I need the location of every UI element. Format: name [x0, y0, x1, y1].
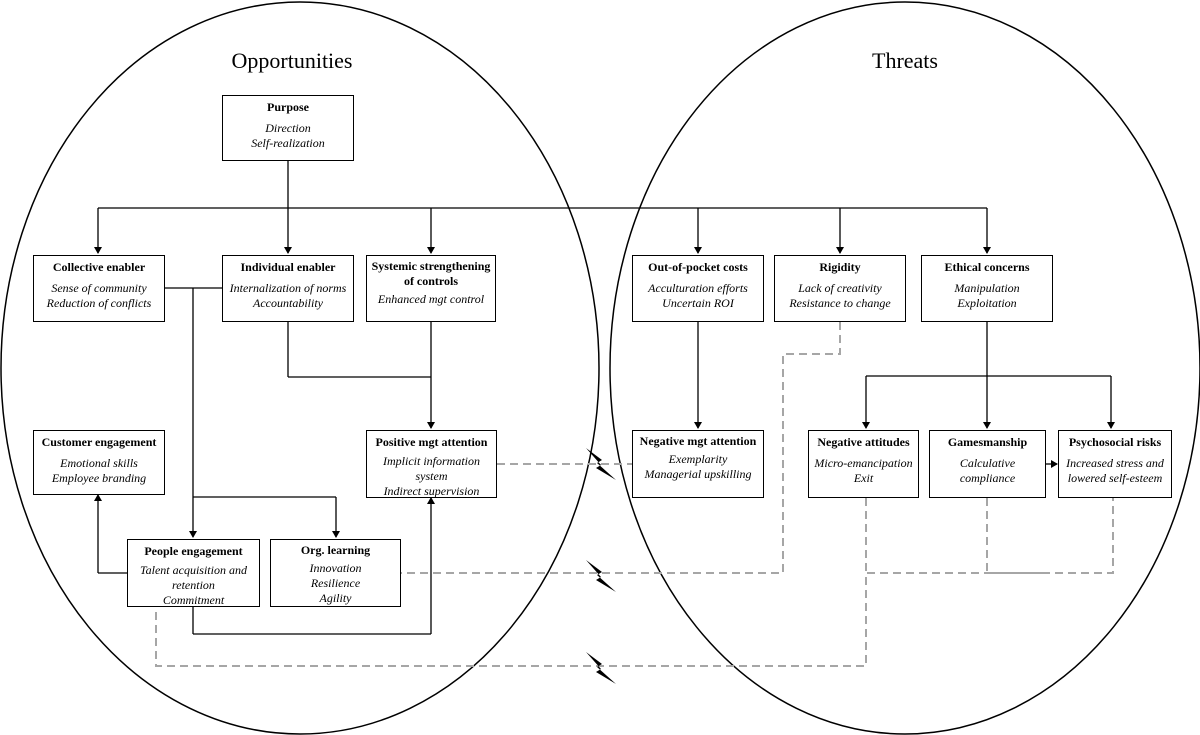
- box-ethical-title: Ethical concerns: [944, 260, 1030, 274]
- box-org-line: Innovation: [309, 561, 362, 575]
- box-individual-line: Internalization of norms: [229, 281, 347, 295]
- box-customer-engagement: Customer engagement Emotional skills Emp…: [33, 430, 165, 495]
- lightning-bolt-icon: [586, 560, 616, 592]
- box-org-title: Org. learning: [300, 543, 371, 557]
- box-collective-title: Collective enabler: [52, 260, 146, 274]
- box-ethical-line: Exploitation: [957, 296, 1017, 310]
- box-psychosocial-title: Psychosocial risks: [1068, 435, 1162, 449]
- box-outofpocket-title: Out-of-pocket costs: [648, 260, 748, 274]
- box-negative-title: Negative mgt attention: [639, 434, 757, 448]
- box-rigidity: Rigidity Lack of creativity Resistance t…: [774, 255, 906, 322]
- box-collective-line: Sense of community: [51, 281, 147, 295]
- box-customer-line: Emotional skills: [60, 456, 138, 470]
- box-org-line: Agility: [319, 591, 352, 605]
- box-customer-title: Customer engagement: [41, 435, 157, 449]
- box-org-learning: Org. learning Innovation Resilience Agil…: [270, 539, 401, 607]
- box-rigidity-title: Rigidity: [819, 260, 861, 274]
- box-purpose: Purpose Direction Self-realization: [222, 95, 354, 161]
- box-gamesmanship-title: Gamesmanship: [947, 435, 1028, 449]
- box-negative-line: Managerial upskilling: [644, 467, 752, 481]
- opportunities-ellipse: [0, 1, 600, 735]
- box-outofpocket-line: Uncertain ROI: [662, 296, 734, 310]
- dashed-connectors: [155, 322, 1114, 667]
- box-outofpocket-line: Acculturation efforts: [648, 281, 748, 295]
- box-purpose-line: Self-realization: [251, 136, 325, 150]
- threats-ellipse: [609, 1, 1200, 735]
- box-org-line: Resilience: [310, 576, 361, 590]
- box-gamesmanship-line: Calculative compliance: [959, 456, 1016, 485]
- box-attitudes-line: Micro-emancipation: [814, 456, 913, 470]
- opportunities-title: Opportunities: [231, 48, 353, 73]
- box-systemic-line: Enhanced mgt control: [377, 292, 485, 306]
- box-positive-mgt-attention: Positive mgt attention Implicit informat…: [366, 430, 497, 498]
- box-people-line: Talent acquisition and retention: [140, 563, 247, 592]
- box-attitudes-title: Negative attitudes: [817, 435, 910, 449]
- box-people-line: Commitment: [162, 593, 225, 607]
- box-collective-line: Reduction of conflicts: [46, 296, 152, 310]
- box-positive-title: Positive mgt attention: [375, 435, 488, 449]
- box-positive-line: Indirect supervision: [383, 484, 480, 498]
- box-ethical-concerns: Ethical concerns Manipulation Exploitati…: [921, 255, 1053, 322]
- box-negative-line: Exemplarity: [668, 452, 728, 466]
- box-purpose-line: Direction: [265, 121, 311, 135]
- box-psychosocial-risks: Psychosocial risks Increased stress and …: [1058, 430, 1172, 498]
- box-collective-enabler: Collective enabler Sense of community Re…: [33, 255, 165, 322]
- box-people-title: People engagement: [144, 544, 243, 558]
- box-individual-title: Individual enabler: [240, 260, 336, 274]
- lightning-bolt-icon: [586, 448, 616, 480]
- box-gamesmanship: Gamesmanship Calculative compliance: [929, 430, 1046, 498]
- box-ethical-line: Manipulation: [954, 281, 1020, 295]
- box-purpose-title: Purpose: [267, 100, 309, 114]
- box-people-engagement: People engagement Talent acquisition and…: [127, 539, 260, 607]
- box-individual-enabler: Individual enabler Internalization of no…: [222, 255, 354, 322]
- box-systemic-title: Systemic strengthening of controls: [371, 259, 491, 288]
- box-positive-line: Implicit information system: [383, 454, 480, 483]
- threats-title: Threats: [872, 48, 938, 73]
- box-customer-line: Employee branding: [51, 471, 147, 485]
- box-rigidity-line: Resistance to change: [789, 296, 891, 310]
- lightning-bolt-icon: [586, 652, 616, 684]
- box-psychosocial-line: Increased stress and lowered self-esteem: [1066, 456, 1164, 485]
- box-rigidity-line: Lack of creativity: [798, 281, 882, 295]
- box-negative-mgt-attention: Negative mgt attention Exemplarity Manag…: [632, 430, 764, 498]
- box-out-of-pocket-costs: Out-of-pocket costs Acculturation effort…: [632, 255, 764, 322]
- box-systemic-controls: Systemic strengthening of controls Enhan…: [366, 255, 496, 322]
- box-negative-attitudes: Negative attitudes Micro-emancipation Ex…: [808, 430, 919, 498]
- solid-connectors: [94, 161, 1115, 635]
- box-individual-line: Accountability: [253, 296, 323, 310]
- box-attitudes-line: Exit: [853, 471, 874, 485]
